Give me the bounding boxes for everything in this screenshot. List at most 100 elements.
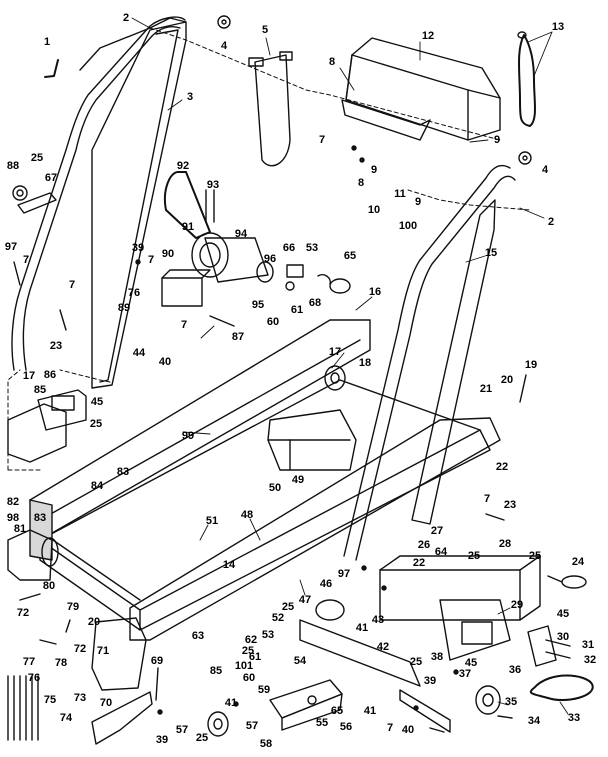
callout-number: 2 — [548, 216, 554, 228]
hex-key-part — [44, 59, 59, 78]
callout-number: 90 — [162, 248, 174, 260]
callout-number: 29 — [511, 599, 523, 611]
callout-number: 30 — [557, 631, 569, 643]
callout-number: 40 — [402, 724, 414, 736]
callout-number: 66 — [283, 242, 295, 254]
callout-number: 76 — [128, 287, 140, 299]
screw-set-part — [7, 675, 39, 741]
cord-part — [517, 31, 536, 127]
callout-number: 51 — [206, 515, 218, 527]
housing-part — [7, 389, 87, 463]
knob-part — [217, 15, 532, 165]
wheel-part — [475, 685, 501, 715]
callout-number: 16 — [369, 286, 381, 298]
callout-number: 94 — [235, 228, 248, 240]
callout-number: 91 — [182, 221, 194, 233]
side-cover-part — [91, 617, 147, 691]
left-handrail-part — [11, 16, 186, 371]
callout-number: 95 — [252, 299, 264, 311]
callout-number: 70 — [100, 697, 112, 709]
callout-number: 41 — [225, 697, 237, 709]
callout-number: 82 — [7, 496, 19, 508]
callout-number: 15 — [485, 247, 497, 259]
callout-number: 34 — [528, 715, 541, 727]
callout-number: 39 — [132, 242, 144, 254]
callout-number: 60 — [243, 672, 255, 684]
callout-number: 22 — [413, 557, 425, 569]
callout-number: 46 — [320, 578, 332, 590]
callout-number: 10 — [368, 204, 380, 216]
callout-number: 22 — [496, 461, 508, 473]
callout-number: 83 — [34, 512, 46, 524]
callout-number: 83 — [117, 466, 129, 478]
callout-number: 1 — [44, 36, 50, 48]
callout-number: 93 — [207, 179, 219, 191]
motor-assembly-part — [161, 171, 274, 307]
callout-number: 25 — [31, 152, 43, 164]
callout-number: 25 — [242, 645, 254, 657]
callout-number: 24 — [572, 556, 585, 568]
callout-number: 65 — [331, 705, 343, 717]
callout-number: 19 — [525, 359, 537, 371]
callout-number: 61 — [249, 651, 261, 663]
callout-number: 25 — [468, 550, 480, 562]
callout-number: 7 — [23, 254, 29, 266]
callout-number: 26 — [418, 539, 430, 551]
callout-number: 69 — [151, 655, 163, 667]
callout-number: 33 — [568, 712, 580, 724]
callout-number: 87 — [232, 331, 244, 343]
callout-number: 56 — [340, 721, 352, 733]
callout-number: 20 — [88, 616, 100, 628]
callout-number: 32 — [584, 654, 596, 666]
callout-number: 36 — [509, 664, 521, 676]
callout-number: 81 — [14, 523, 26, 535]
callout-number: 73 — [74, 692, 86, 704]
callout-number: 65 — [344, 250, 356, 262]
callout-number: 39 — [156, 734, 168, 746]
callout-number: 49 — [292, 474, 304, 486]
callout-number: 31 — [582, 639, 594, 651]
callout-number: 63 — [192, 630, 204, 642]
callout-number: 9 — [494, 134, 500, 146]
left-end-cap-part — [7, 529, 53, 581]
callout-number: 17 — [329, 346, 341, 358]
callout-number: 43 — [372, 614, 384, 626]
callout-number: 2 — [123, 12, 129, 24]
callout-number: 76 — [28, 672, 40, 684]
drive-belt-part — [529, 674, 594, 702]
callout-number: 25 — [282, 601, 294, 613]
callout-number: 75 — [44, 694, 56, 706]
leader-lines — [131, 17, 569, 715]
callout-number: 80 — [43, 580, 55, 592]
callout-number: 25 — [196, 732, 208, 744]
callout-number: 97 — [5, 241, 17, 253]
callout-number: 55 — [316, 717, 328, 729]
callout-number: 40 — [159, 356, 171, 368]
callout-number: 7 — [69, 279, 75, 291]
callout-number: 97 — [338, 568, 350, 580]
callout-number: 41 — [356, 622, 368, 634]
callout-number: 68 — [309, 297, 321, 309]
fasteners-part — [13, 145, 527, 733]
callout-number: 4 — [542, 164, 549, 176]
left-upright-part — [79, 17, 187, 389]
incline-motor-bracket-part — [439, 599, 511, 661]
pivot-bracket-part — [269, 679, 343, 731]
callout-number: 38 — [431, 651, 443, 663]
callout-number: 7 — [319, 134, 325, 146]
callout-number: 28 — [499, 538, 511, 550]
console-strap-part — [248, 51, 293, 167]
callout-number: 58 — [260, 738, 272, 750]
callout-number: 67 — [45, 172, 57, 184]
callout-number: 9 — [415, 196, 421, 208]
bracket-67-part — [12, 185, 57, 214]
callout-number: 60 — [267, 316, 279, 328]
callout-number: 99 — [182, 430, 194, 442]
callout-number: 88 — [7, 160, 19, 172]
callout-number: 72 — [74, 643, 86, 655]
callout-number: 54 — [294, 655, 307, 667]
callout-number: 23 — [504, 499, 516, 511]
callout-number: 20 — [501, 374, 513, 386]
callout-number: 11 — [394, 188, 406, 200]
